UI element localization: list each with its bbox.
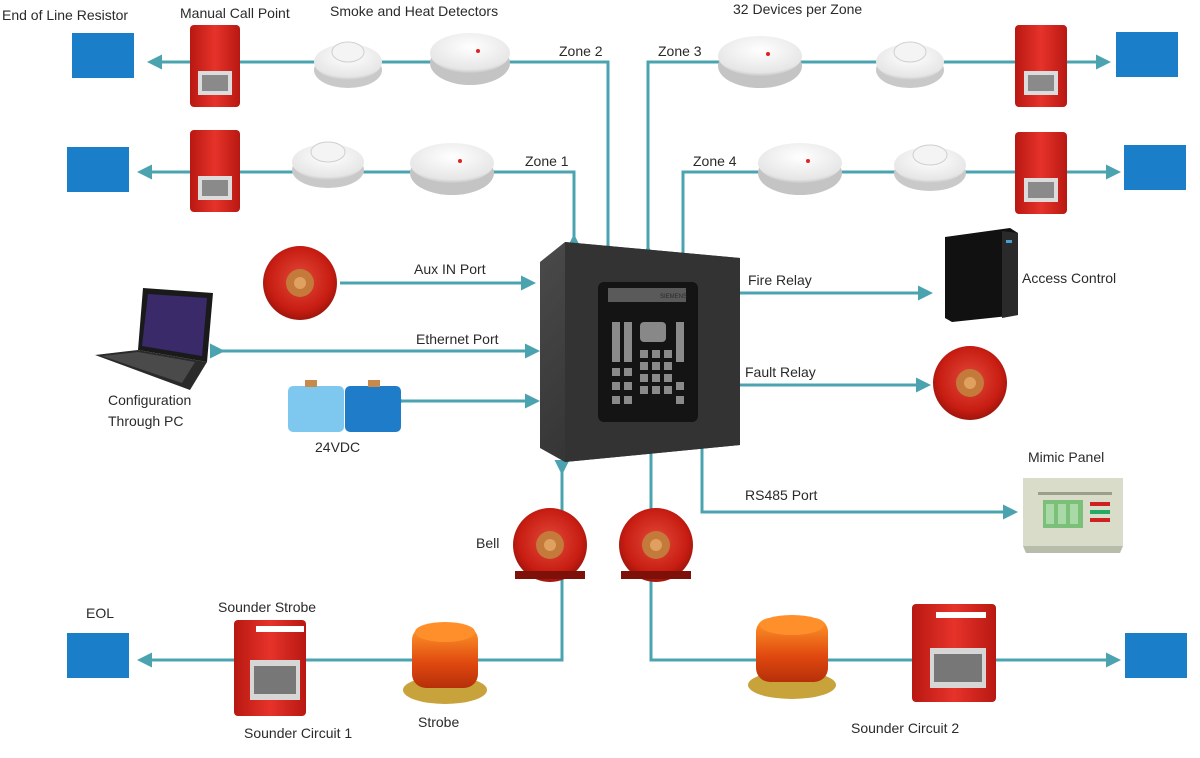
bell-icon xyxy=(933,346,1007,420)
zone4-label: Zone 4 xyxy=(693,153,737,169)
mimic-panel-label: Mimic Panel xyxy=(1028,449,1104,465)
sounder-circuit1-label: Sounder Circuit 1 xyxy=(244,725,352,741)
heat-detector-icon xyxy=(410,143,494,195)
eol-resistor-zone1 xyxy=(67,147,129,192)
sounder-circuit2-label: Sounder Circuit 2 xyxy=(851,720,959,736)
smoke-heat-detectors-label: Smoke and Heat Detectors xyxy=(330,3,498,19)
battery-label: 24VDC xyxy=(315,439,360,455)
smoke-detector-icon xyxy=(314,41,382,88)
panel-keypad-center xyxy=(640,322,666,342)
through-pc-label: Through PC xyxy=(108,413,183,429)
manual-call-point-icon xyxy=(190,130,240,212)
eol-blocks xyxy=(67,32,1187,678)
eol-label: EOL xyxy=(86,605,114,621)
detectors xyxy=(292,33,966,195)
ethernet-port-label: Ethernet Port xyxy=(416,331,499,347)
manual-call-point-icon xyxy=(1015,132,1067,214)
devices-per-zone-label: 32 Devices per Zone xyxy=(733,1,862,17)
eol-sounder2 xyxy=(1125,633,1187,678)
text-labels: End of Line Resistor Manual Call Point S… xyxy=(2,1,1116,741)
fire-alarm-control-panel: SIEMENS xyxy=(540,242,740,462)
fault-relay-label: Fault Relay xyxy=(745,364,816,380)
access-control-label: Access Control xyxy=(1022,270,1116,286)
manual-call-point-icon xyxy=(1015,25,1067,107)
bell-icon xyxy=(619,508,693,582)
eol-resistor-zone3 xyxy=(1116,32,1178,77)
bells xyxy=(263,246,1007,582)
configuration-label: Configuration xyxy=(108,392,191,408)
manual-call-points xyxy=(190,25,1067,214)
sounder-strobe-label: Sounder Strobe xyxy=(218,599,316,615)
heat-detector-icon xyxy=(758,143,842,195)
laptop-icon xyxy=(95,288,213,390)
strobe-icon xyxy=(403,622,487,704)
manual-call-point-icon xyxy=(190,25,240,107)
fire-relay-label: Fire Relay xyxy=(748,272,812,288)
heat-detector-icon xyxy=(430,33,510,85)
sounder-circuit1-line xyxy=(137,460,570,668)
aux-in-port-label: Aux IN Port xyxy=(414,261,486,277)
eol-resistor-zone2 xyxy=(72,33,134,78)
mimic-panel-icon xyxy=(1023,478,1123,553)
eol-resistor-zone4 xyxy=(1124,145,1186,190)
smoke-detector-icon xyxy=(876,41,944,88)
access-control-icon xyxy=(945,228,1018,322)
zone4-line xyxy=(675,164,1121,265)
manual-call-point-label: Manual Call Point xyxy=(180,5,290,21)
strobe-label: Strobe xyxy=(418,714,459,730)
eol-sounder1 xyxy=(67,633,129,678)
zone3-line xyxy=(640,54,1111,260)
smoke-detector-icon xyxy=(894,144,966,191)
zone1-label: Zone 1 xyxy=(525,153,569,169)
sounder-strobe-icon xyxy=(912,604,996,702)
rs485-port-label: RS485 Port xyxy=(745,487,817,503)
heat-detector-icon xyxy=(718,36,802,88)
battery-icon xyxy=(288,380,401,432)
sounder-strobe-icon xyxy=(234,620,306,716)
bell-icon xyxy=(513,508,587,582)
zone3-label: Zone 3 xyxy=(658,43,702,59)
panel-display xyxy=(608,288,686,302)
smoke-detector-icon xyxy=(292,141,364,188)
eol-resistor-label: End of Line Resistor xyxy=(2,7,128,23)
zone1-line xyxy=(137,164,582,249)
panel-brand-text: SIEMENS xyxy=(660,294,687,300)
strobe-icon xyxy=(748,615,836,699)
bell-label: Bell xyxy=(476,535,499,551)
bell-icon xyxy=(263,246,337,320)
zone2-line xyxy=(147,54,616,257)
zone2-label: Zone 2 xyxy=(559,43,603,59)
panel-keypad xyxy=(612,322,684,404)
